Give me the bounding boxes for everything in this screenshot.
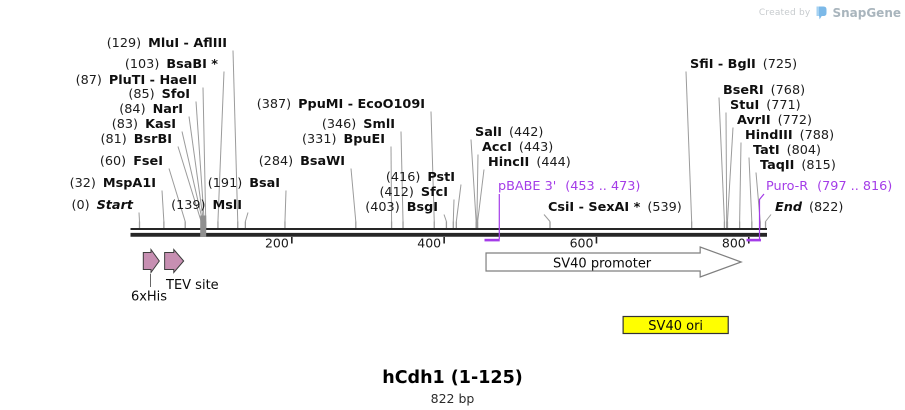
- restriction-site-label-nari: (84)NarI: [119, 102, 183, 117]
- label-connector-line: [455, 184, 462, 222]
- label-connector-line: [202, 87, 207, 222]
- feature-sv40-ori-box: [622, 315, 729, 335]
- feature-range-label-puro-r: Puro-R(797 .. 816): [766, 179, 892, 194]
- restriction-site-label-hincii: HincII(444): [488, 155, 571, 170]
- label-connector-line: [138, 212, 140, 222]
- label-connector-line: [765, 214, 772, 222]
- restriction-site-label-bsabi: (103)BsaBI *: [125, 57, 218, 72]
- feature-sv40-promoter-arrow: [485, 246, 743, 278]
- label-connector-line: [161, 190, 165, 222]
- label-connector-line: [443, 214, 447, 222]
- site-cluster-marker: [200, 215, 207, 237]
- label-connector-line: [177, 146, 202, 222]
- label-connector-line: [543, 214, 551, 222]
- label-connector-line: [685, 71, 693, 222]
- snapgene-credit: Created by SnapGene: [759, 6, 901, 20]
- restriction-site-label-acci: AccI(443): [482, 140, 553, 155]
- restriction-site-label-sali: SalI(442): [475, 125, 543, 140]
- restriction-site-label-taqii: TaqII(815): [760, 158, 836, 173]
- label-connector-line: [726, 127, 734, 222]
- restriction-site-label-bpuei: (331)BpuEI: [302, 132, 385, 147]
- label-connector-line: [232, 50, 239, 222]
- label-connector-line: [739, 142, 742, 222]
- restriction-site-label-sfci: (412)SfcI: [379, 185, 448, 200]
- restriction-site-label-csii-sexai: CsiI - SexAI *(539): [548, 200, 682, 215]
- label-connector-line: [452, 199, 455, 222]
- credit-brand-text: SnapGene: [832, 6, 901, 20]
- sequence-length: 822 bp: [430, 391, 475, 406]
- label-connector-line: [470, 139, 477, 222]
- label-connector-line: [718, 97, 725, 222]
- restriction-site-label-mlui-afliii: (129)MluI - AflIII: [107, 36, 227, 51]
- feature-6xhis-arrow: [142, 247, 160, 275]
- feature-bracket-puro-r: [746, 238, 761, 242]
- restriction-site-label-pluti-haeii: (87)PluTI - HaeII: [76, 73, 197, 88]
- label-connector-line: [284, 190, 287, 222]
- restriction-site-label-sfii-bgli: SfiI - BglI(725): [690, 57, 797, 72]
- restriction-site-label-tati: TatI(804): [753, 143, 821, 158]
- restriction-site-label-bsai: (191)BsaI: [208, 176, 280, 191]
- label-connector-line: [168, 168, 186, 222]
- label-connector-line: [188, 116, 204, 222]
- figure-title-block: hCdh1 (1-125) 822 bp: [0, 368, 905, 406]
- ruler-tick-label: 800: [722, 236, 746, 251]
- sequence-title: hCdh1 (1-125): [382, 368, 523, 388]
- restriction-site-label-hindiii: HindIII(788): [745, 128, 834, 143]
- restriction-site-label-avrii: AvrII(772): [737, 113, 812, 128]
- feature-sv40-promoter-label: SV40 promoter: [553, 256, 652, 271]
- restriction-site-label-fsei: (60)FseI: [100, 154, 163, 169]
- label-connector-line: [390, 146, 393, 222]
- label-connector-line: [725, 112, 728, 222]
- ruler-tick-label: 400: [417, 236, 441, 251]
- feature-tev-site-label: TEV site: [165, 278, 219, 293]
- restriction-site-label-sfoi: (85)SfoI: [128, 87, 190, 102]
- feature-sv40-ori-label: SV40 ori: [648, 319, 703, 334]
- feature-bracket-connector: [758, 193, 765, 239]
- label-connector-line: [195, 101, 205, 222]
- restriction-site-label-bsrbi: (81)BsrBI: [101, 132, 172, 147]
- restriction-site-label-kasi: (83)KasI: [112, 117, 176, 132]
- restriction-site-label-smli: (346)SmlI: [322, 117, 395, 132]
- ruler-tick-label: 200: [265, 236, 289, 251]
- label-connector-line: [748, 157, 753, 222]
- restriction-site-label-ppumi-ecoo109i: (387)PpuMI - EcoO109I: [257, 97, 425, 112]
- label-connector-line: [244, 212, 249, 222]
- terminus-label-end: End(822): [775, 200, 843, 215]
- restriction-site-label-msli: (139)MslI: [171, 198, 242, 213]
- restriction-site-label-psti: (416)PstI: [386, 170, 455, 185]
- snapgene-logo-icon: [815, 6, 827, 20]
- label-connector-line: [477, 169, 485, 222]
- feature-bracket-pbabe-3: [484, 238, 500, 242]
- credit-prefix-text: Created by: [758, 8, 811, 18]
- feature-range-label-pbabe-3: pBABE 3'(453 .. 473): [498, 179, 640, 194]
- restriction-site-label-bsawi: (284)BsaWI: [259, 154, 345, 169]
- terminus-label-start: (0)Start: [71, 198, 133, 213]
- restriction-site-label-bseri: BseRI(768): [723, 83, 805, 98]
- feature-tev-site-arrow: [164, 248, 185, 274]
- label-connector-line: [181, 131, 204, 222]
- restriction-site-label-bsgi: (403)BsgI: [365, 200, 438, 215]
- label-connector-line: [217, 71, 225, 222]
- ruler-tick-label: 600: [570, 236, 594, 251]
- label-connector-line: [430, 111, 435, 222]
- restriction-site-label-mspa1i: (32)MspA1I: [70, 176, 156, 191]
- label-connector-line: [400, 131, 404, 222]
- label-connector-line: [476, 154, 479, 222]
- restriction-site-label-stui: StuI(771): [730, 98, 801, 113]
- label-connector-line: [350, 168, 357, 222]
- feature-6xhis-label: 6xHis: [131, 290, 167, 305]
- plasmid-map-canvas: 200 400 600 800 pBABE 3'(453 .. 473) Puro-R(7…: [70, 36, 892, 335]
